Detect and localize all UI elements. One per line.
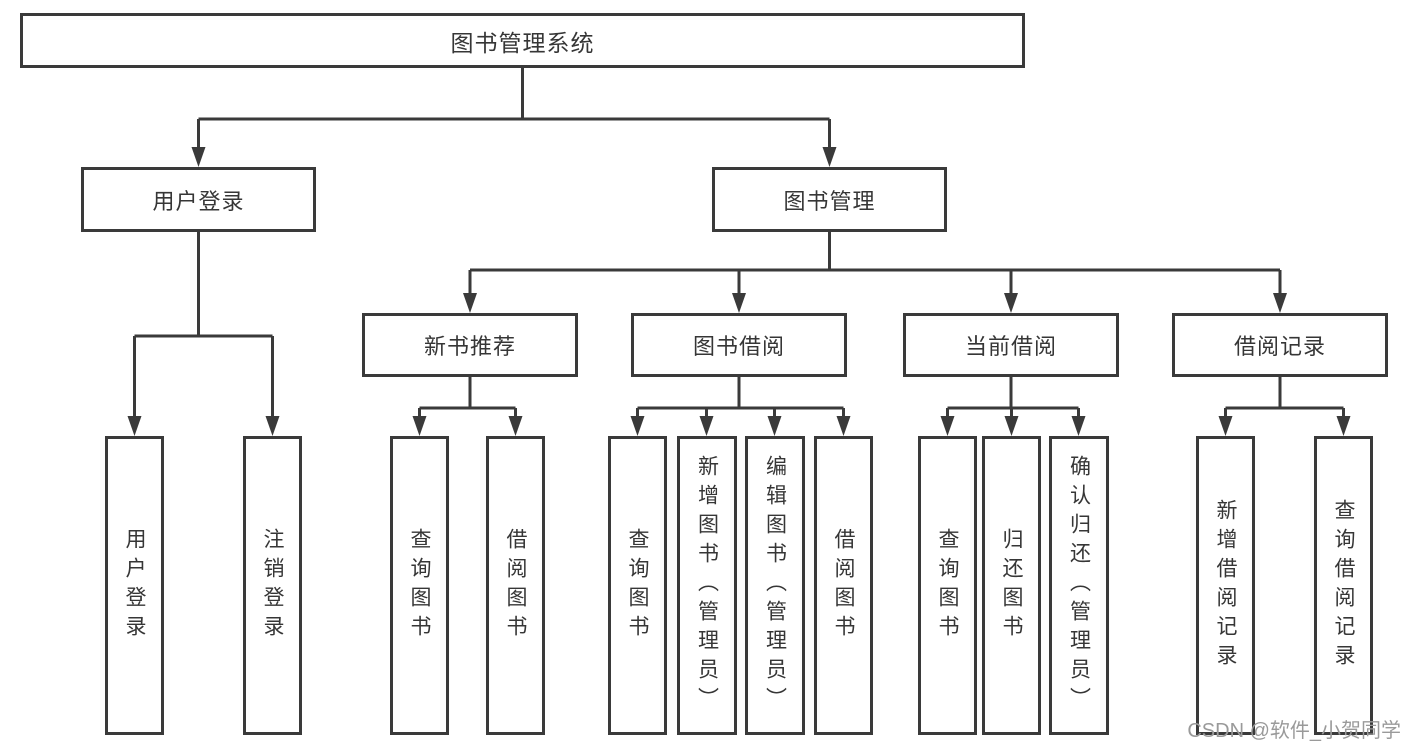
node-borrowing-records: 借阅记录 (1172, 313, 1388, 377)
node-label: 查询借阅记录 (1332, 498, 1355, 673)
node-library-management-system: 图书管理系统 (20, 13, 1025, 68)
node-label: 查询图书 (408, 527, 431, 644)
node-new-book-recommendation: 新书推荐 (362, 313, 578, 377)
csdn-watermark: CSDN @软件_小贺同学 (1187, 720, 1401, 742)
leaf-borrowing-edit-books-admin: 编辑图书（管理员） (745, 436, 805, 735)
node-book-management: 图书管理 (712, 167, 947, 232)
arrowheads (127, 147, 1351, 436)
node-label: 当前借阅 (964, 334, 1057, 359)
node-label: 用户登录 (123, 527, 146, 644)
node-label: 用户登录 (152, 188, 245, 214)
node-label: 借阅图书 (504, 527, 527, 644)
node-label: 查询图书 (936, 527, 959, 644)
leaf-current-confirm-return-admin: 确认归还（管理员） (1049, 436, 1109, 735)
node-label: 图书借阅 (692, 334, 785, 359)
leaf-logout: 注销登录 (243, 436, 302, 735)
node-label: 新书推荐 (423, 334, 516, 359)
leaf-newbooks-query-books: 查询图书 (390, 436, 449, 735)
node-user-login-group: 用户登录 (81, 167, 316, 232)
leaf-records-add-borrow-record: 新增借阅记录 (1196, 436, 1255, 735)
leaf-borrowing-query-books: 查询图书 (608, 436, 667, 735)
node-current-borrowing: 当前借阅 (903, 313, 1119, 377)
node-label: 图书管理 (783, 188, 876, 214)
node-label: 图书管理系统 (450, 29, 595, 56)
node-label: 查询图书 (626, 527, 649, 644)
leaf-records-query-borrow-record: 查询借阅记录 (1314, 436, 1373, 735)
node-label: 确认归还（管理员） (1067, 455, 1091, 716)
node-label: 编辑图书（管理员） (763, 455, 787, 716)
node-label: 借阅记录 (1233, 334, 1326, 359)
node-label: 新增图书（管理员） (695, 455, 719, 716)
leaf-borrowing-add-books-admin: 新增图书（管理员） (677, 436, 737, 735)
node-book-borrowing: 图书借阅 (631, 313, 847, 377)
leaf-current-query-books: 查询图书 (918, 436, 977, 735)
node-label: 注销登录 (261, 527, 284, 644)
node-label: 借阅图书 (832, 527, 855, 644)
leaf-user-login: 用户登录 (105, 436, 164, 735)
leaf-newbooks-borrow-books: 借阅图书 (486, 436, 545, 735)
leaf-current-return-books: 归还图书 (982, 436, 1041, 735)
node-label: 归还图书 (1000, 527, 1023, 644)
leaf-borrowing-borrow-books: 借阅图书 (814, 436, 873, 735)
node-label: 新增借阅记录 (1214, 498, 1237, 673)
